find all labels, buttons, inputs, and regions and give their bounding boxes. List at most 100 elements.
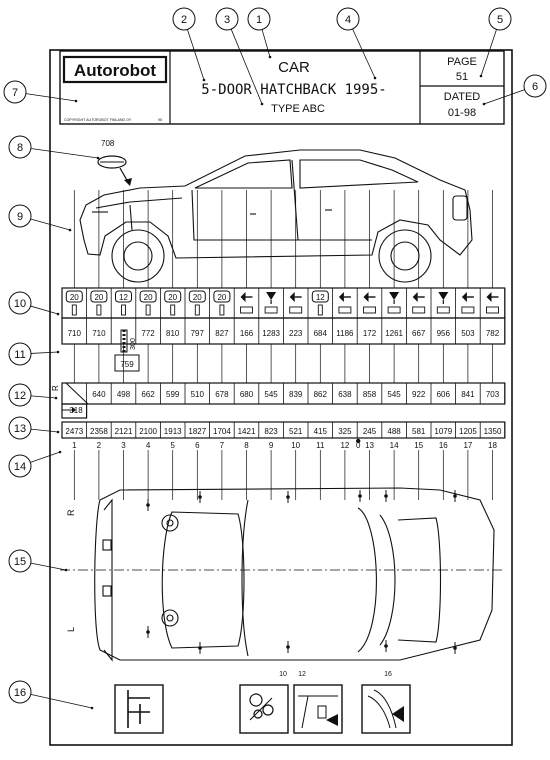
height-value-5: 810 bbox=[166, 329, 180, 338]
svg-text:300: 300 bbox=[130, 338, 137, 350]
point-number-17: 17 bbox=[463, 441, 472, 450]
point-number-2: 2 bbox=[97, 441, 102, 450]
page-label: PAGE bbox=[447, 56, 477, 68]
plan-point-4 bbox=[286, 491, 290, 503]
length-value-8: 1421 bbox=[238, 427, 256, 436]
point-number-15: 15 bbox=[414, 441, 423, 450]
length-value-16: 1079 bbox=[434, 427, 452, 436]
callout-label: 10 bbox=[14, 298, 26, 310]
fixture-size-label: 20 bbox=[70, 293, 79, 302]
fixture-size-label: 20 bbox=[217, 293, 226, 302]
dated-label: DATED bbox=[444, 91, 481, 103]
callout-label: 1 bbox=[256, 14, 262, 26]
width-value-6: 510 bbox=[191, 390, 205, 399]
length-value-13: 245 bbox=[363, 427, 377, 436]
plan-point-2 bbox=[146, 626, 150, 638]
length-value-1: 2473 bbox=[65, 427, 83, 436]
point-number-11: 11 bbox=[316, 441, 325, 450]
height-value-13: 172 bbox=[363, 329, 377, 338]
point-number-3: 3 bbox=[121, 441, 126, 450]
plan-point-11 bbox=[198, 642, 202, 654]
callout-9: 9 bbox=[8, 204, 72, 232]
date-value: 01-98 bbox=[448, 107, 476, 119]
height-value-4: 772 bbox=[141, 329, 155, 338]
width-value-8: 680 bbox=[240, 390, 254, 399]
plan-point-6 bbox=[358, 490, 362, 502]
length-value-11: 415 bbox=[314, 427, 328, 436]
width-value-15: 922 bbox=[412, 390, 426, 399]
callout-label: 12 bbox=[14, 390, 26, 402]
fixture-symbol-11: 12 bbox=[311, 290, 329, 316]
callout-2: 2 bbox=[172, 7, 206, 82]
width-value-16: 606 bbox=[437, 390, 451, 399]
callout-label: 11 bbox=[14, 349, 25, 361]
fixture-symbol-13 bbox=[363, 292, 376, 314]
svg-text:R: R bbox=[51, 385, 60, 391]
width-row-subcell bbox=[61, 403, 88, 419]
point-number-18: 18 bbox=[488, 441, 497, 450]
width-value-7: 678 bbox=[215, 390, 229, 399]
callout-11: 11 bbox=[8, 342, 60, 366]
type-code: TYPE ABC bbox=[271, 103, 325, 115]
model-name: 5-DOOR HATCHBACK 1995- bbox=[201, 82, 386, 98]
length-value-14: 488 bbox=[387, 427, 401, 436]
fixture-symbol-16 bbox=[436, 292, 450, 314]
callout-16: 16 bbox=[8, 680, 94, 710]
callout-8: 8 bbox=[8, 135, 100, 160]
measurement-lines bbox=[73, 190, 493, 500]
width-value-12: 638 bbox=[338, 390, 352, 399]
fixture-symbol-15 bbox=[412, 292, 426, 314]
detail-box-16 bbox=[361, 684, 411, 734]
fixture-size-label: 20 bbox=[193, 293, 202, 302]
fixture-symbol-8 bbox=[240, 292, 253, 314]
fixture-symbol-6: 20 bbox=[188, 290, 206, 316]
height-value-14: 1261 bbox=[385, 329, 403, 338]
height-value-8: 166 bbox=[240, 329, 254, 338]
height-value-16: 956 bbox=[437, 329, 451, 338]
height-value-17: 503 bbox=[461, 329, 475, 338]
svg-text:759: 759 bbox=[120, 360, 134, 369]
width-value-5: 599 bbox=[166, 390, 180, 399]
length-value-6: 1827 bbox=[188, 427, 206, 436]
length-value-15: 581 bbox=[412, 427, 426, 436]
callout-label: 13 bbox=[14, 423, 26, 435]
svg-text:Autorobot: Autorobot bbox=[74, 61, 156, 80]
point-number-10: 10 bbox=[291, 441, 300, 450]
point-number-0: 0 bbox=[356, 441, 361, 450]
width-value-9: 545 bbox=[264, 390, 278, 399]
fixture-size-label: 20 bbox=[168, 293, 177, 302]
width-value-3: 498 bbox=[117, 390, 131, 399]
width-value-17: 841 bbox=[461, 390, 475, 399]
length-value-5: 1913 bbox=[164, 427, 182, 436]
callout-4: 4 bbox=[336, 7, 377, 80]
width-value-18: 703 bbox=[486, 390, 500, 399]
length-value-10: 521 bbox=[289, 427, 303, 436]
fixture-size-label: 12 bbox=[316, 293, 325, 302]
width-value-11: 862 bbox=[314, 390, 328, 399]
logo-fine-print-2: 95 bbox=[158, 118, 162, 122]
height-value-11: 684 bbox=[314, 329, 328, 338]
height-value-6: 797 bbox=[191, 329, 205, 338]
fixture-size-label: 20 bbox=[94, 293, 103, 302]
car-plan-view bbox=[94, 487, 495, 662]
plan-point-5 bbox=[286, 641, 290, 653]
detail-8-lock: 708 bbox=[97, 139, 132, 186]
plan-point-8 bbox=[384, 640, 388, 652]
length-value-18: 1350 bbox=[484, 427, 502, 436]
height-value-1: 710 bbox=[68, 329, 82, 338]
point-number-7: 7 bbox=[220, 441, 225, 450]
plan-point-3 bbox=[198, 491, 202, 503]
height-value-18: 782 bbox=[486, 329, 500, 338]
fixture-symbol-18 bbox=[486, 292, 499, 314]
plan-point-9 bbox=[453, 490, 457, 502]
point-number-12: 12 bbox=[340, 441, 349, 450]
callout-label: 16 bbox=[14, 687, 26, 699]
length-value-9: 823 bbox=[264, 427, 278, 436]
length-value-3: 2121 bbox=[115, 427, 133, 436]
callout-label: 6 bbox=[532, 81, 538, 93]
point-number-16: 16 bbox=[439, 441, 448, 450]
car-side-view bbox=[79, 149, 473, 283]
